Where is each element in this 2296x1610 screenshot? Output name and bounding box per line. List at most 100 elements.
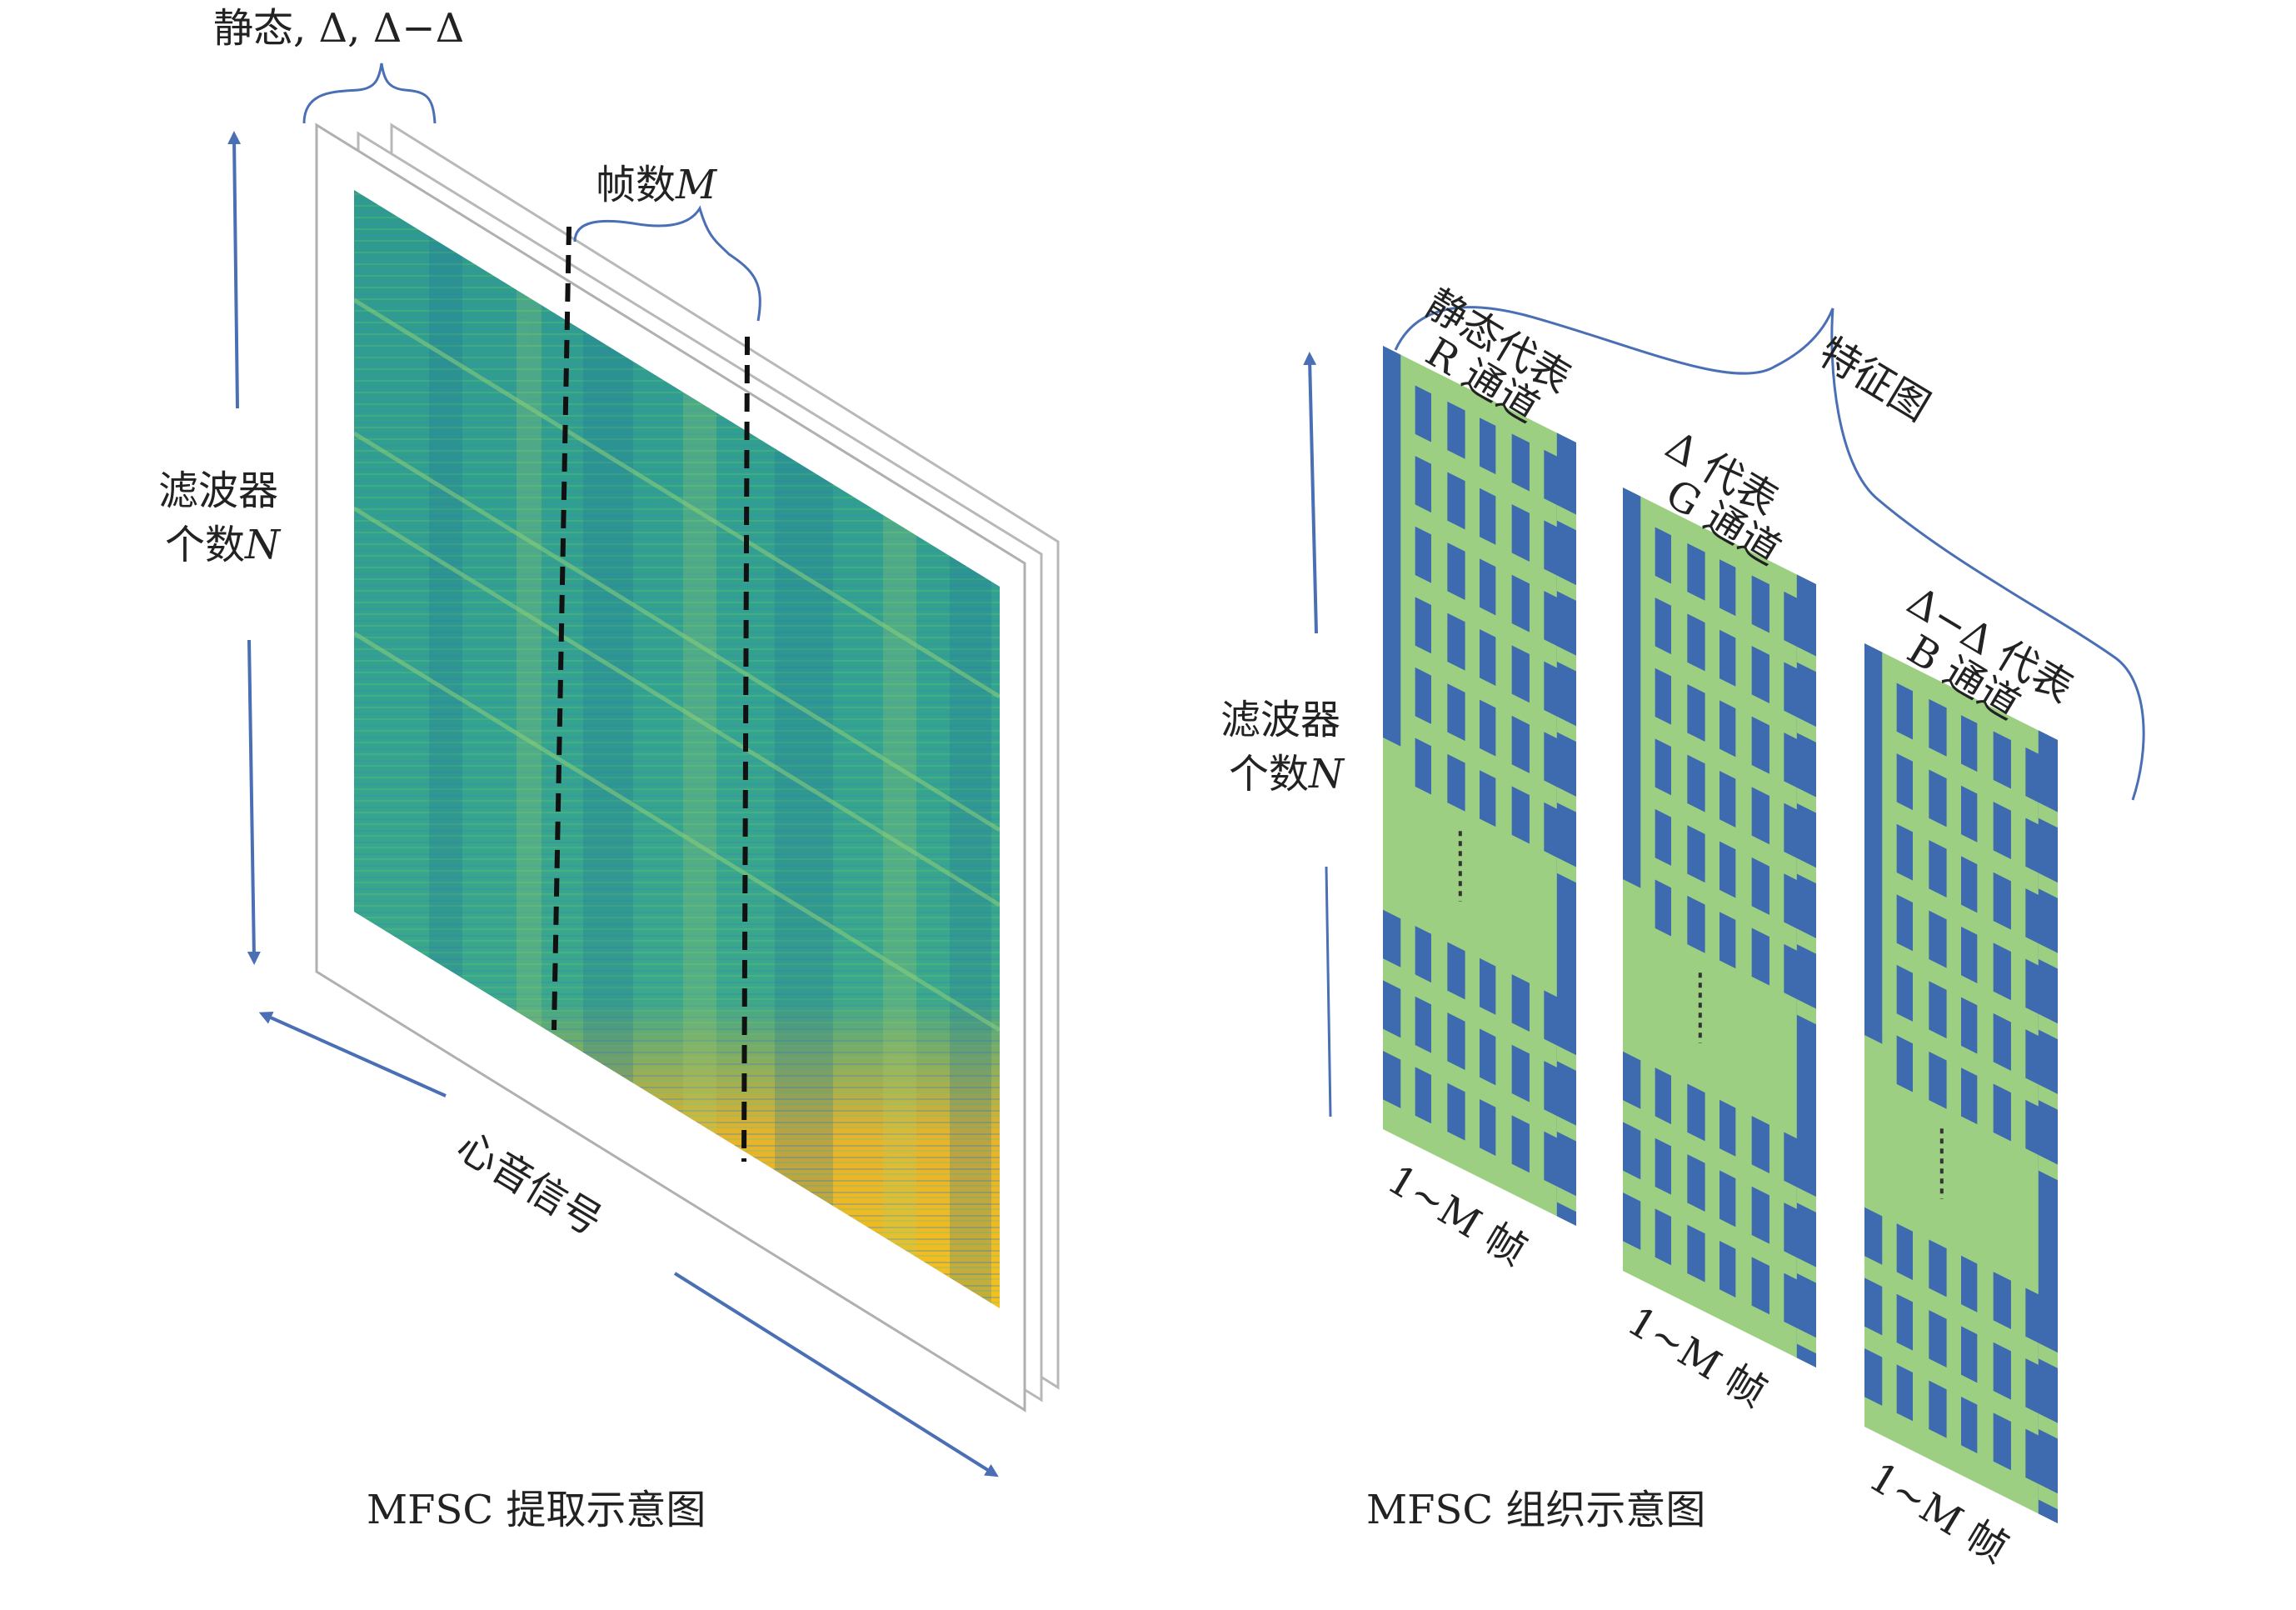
grid-cell [1896, 1293, 1913, 1351]
left-panel: 静态, Δ, Δ−Δ 帧数M 滤波器 个数N 心音信号 MFSC 提取示意图 [158, 5, 1060, 1533]
grid-cell [1623, 1122, 1641, 1180]
grid-cell [1929, 1051, 1947, 1109]
grid-cell [1480, 699, 1496, 757]
grid-cell [1544, 449, 1560, 507]
filters-arrow-up [227, 131, 242, 409]
right-caption: MFSC 组织示意图 [1366, 1487, 1705, 1533]
grid-cell [1961, 1255, 1978, 1312]
grid-cell [1929, 840, 1947, 898]
feature-brace [1394, 306, 2145, 801]
grid-cell [1720, 841, 1736, 898]
grid-cell [1687, 542, 1705, 601]
grid-cell [1544, 802, 1560, 859]
grid-cell [2025, 888, 2042, 946]
grid-cell [1993, 872, 2011, 930]
grid-cell [1383, 1051, 1401, 1108]
grid-cell [2025, 818, 2042, 875]
grid-cell [1993, 1342, 2011, 1400]
grid-cell [2025, 1029, 2042, 1087]
grid-cell [1687, 1083, 1705, 1142]
grid-cell [1687, 825, 1705, 883]
grid-cell [1544, 1131, 1560, 1188]
grid-cell [1961, 1326, 1978, 1383]
grid-cell [1655, 527, 1671, 584]
channel-grid-2 [1623, 488, 1816, 1368]
grid-cell [1511, 715, 1530, 773]
signal-label: 心音信号 [449, 1122, 610, 1245]
grid-cell [1415, 926, 1431, 983]
grid-cell [1480, 1028, 1496, 1086]
grid-cell [1655, 738, 1671, 796]
grid-cell [1720, 771, 1736, 828]
grid-edge-gap [2038, 1413, 2058, 1439]
grid-cell [1929, 1380, 1947, 1438]
grid-cell [1480, 1099, 1496, 1156]
filters-label-line1: 滤波器 [158, 468, 278, 514]
right-filters-arrow-up [1303, 352, 1318, 634]
grid-cell [2025, 747, 2042, 804]
grid-edge-bar [1796, 574, 1816, 1368]
grid-cell [1447, 1082, 1465, 1141]
grid-edge-gap [2038, 1084, 2058, 1110]
right-filters-arrow-line-down [1325, 866, 1332, 1118]
grid-cell [2025, 1099, 2042, 1157]
grid-cell [1929, 698, 1947, 757]
grid-edge-gap [2038, 1483, 2058, 1510]
grid-edge-gap [1796, 858, 1816, 884]
grid-column-bar [1864, 643, 1883, 1044]
grid-cell [1896, 1223, 1913, 1281]
grid-column-bar [1623, 488, 1641, 888]
grid-edge-gap [1556, 504, 1576, 531]
grid-cell [1784, 591, 1800, 648]
grid-cell [1993, 1083, 2011, 1142]
frame-marker-2 [741, 336, 750, 1162]
grid-cell [1511, 974, 1530, 1032]
filters-label-line2: 个数N [165, 522, 282, 568]
grid-cell [1720, 1099, 1736, 1157]
grid-cell [1864, 1278, 1883, 1336]
grid-edge-bar [1556, 432, 1576, 1226]
grid-cell [1655, 598, 1671, 655]
grid-cell [1961, 997, 1978, 1054]
grid-cell [1655, 1138, 1671, 1195]
grid-cell [1447, 753, 1465, 812]
grid-cell [1447, 542, 1465, 600]
grid-cell [1415, 996, 1431, 1053]
grid-cell [1784, 943, 1800, 1001]
grid-cell [1511, 504, 1530, 562]
grid-cell [1655, 1068, 1671, 1125]
channels-bracket-label: 静态, Δ, Δ−Δ [213, 5, 464, 52]
grid-cell [1784, 1132, 1800, 1189]
channel-grids [1383, 346, 2058, 1523]
grid-cell [2025, 958, 2042, 1016]
grid-cell [1544, 732, 1560, 789]
grid-cell [1511, 1044, 1530, 1102]
grid-cell [2025, 1428, 2042, 1486]
grid-cell [1415, 385, 1431, 442]
filters-arrow-down [247, 639, 261, 965]
grid-cell [1655, 879, 1671, 937]
grid-cell [1720, 1241, 1736, 1298]
grid-cell [1687, 1224, 1705, 1282]
grid-cell [1864, 1348, 1883, 1406]
grid-cell [1544, 1061, 1560, 1118]
signal-arrow-left [258, 1011, 447, 1098]
channel-grid-1 [1383, 346, 1576, 1226]
grid-cell [1511, 574, 1530, 632]
grid-cell [1993, 1012, 2011, 1071]
grid-cell [1720, 912, 1736, 969]
grid-edge-gap [1556, 646, 1576, 672]
grid-edge-gap [1796, 1187, 1816, 1212]
grid-cell [1480, 770, 1496, 828]
grid-cell [1687, 895, 1705, 953]
grid-cell [1415, 1067, 1431, 1124]
grid-cell [1864, 1207, 1883, 1265]
grid-edge-gap [1796, 788, 1816, 813]
grid-cell [1993, 1412, 2011, 1471]
channel-grid-3 [1864, 643, 2058, 1523]
grid-column-bar [1383, 346, 1401, 747]
grid-edge-gap [1556, 1186, 1576, 1212]
grid-cell [1751, 575, 1769, 633]
feature-label: 特征图 [1811, 328, 1938, 430]
